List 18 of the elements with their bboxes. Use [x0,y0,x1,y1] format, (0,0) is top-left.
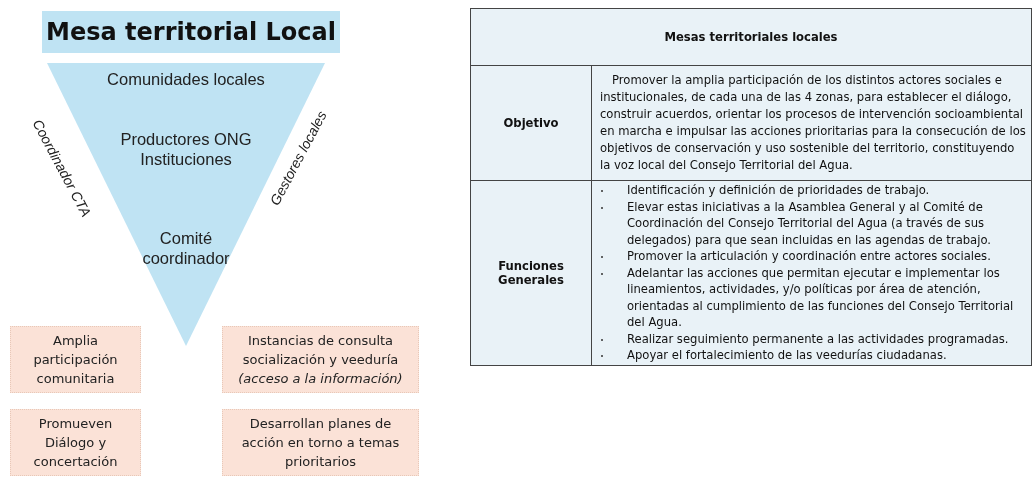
list-item: Identificación y definición de prioridades de trabajo. [593,182,1028,199]
list-item: Promover la articulación y coordinación entre actores sociales. [593,248,1028,265]
triangle-text: Comité coordinador [141,228,231,268]
table-header-cell: Mesas territoriales locales [470,8,1032,66]
triangle-text: Comunidades locales [106,69,266,89]
triangle-text: Productores ONG Instituciones [119,129,253,169]
text-box: Desarrollan planes de acción en torno a temas prioritarios [222,409,419,476]
text-box: Amplia participación comunitaria [10,326,141,393]
list-item: Adelantar las acciones que permitan ejecutar e implementar los lineamientos, actividades, y/o políticas por área de atención, orientadas al cumplimiento de las funciones del Consejo Territorial del Agua. [593,264,1028,331]
list-item: Elevar estas iniciativas a la Asamblea General y al Comité de Coordinación del Consejo Territorial del Agua (a través de sus delegados) para que sean incluidas en las agendas de trabajo. [593,198,1028,248]
text-box: Instancias de consulta socialización y veeduría (acceso a la información) [222,326,419,393]
row-header-cell: Funciones Generales [470,180,592,365]
list-item: Apoyar el fortalecimiento de las veedurías ciudadanas. [593,347,1028,364]
list-item: Realizar seguimiento permanente a las actividades programadas. [593,330,1028,347]
table-cell: Promover la amplia participación de los distintos actores sociales e institucionales, de cada una de las 4 zonas, para establecer el diálogo, construir acuerdos, orientar los procesos de intervención socioambiental en marcha e impulsar las acciones prioritarias para la consecución de los objetivos de conservación y uso sostenible del territorio, constituyendo la voz local del Consejo Territorial del Agua. [591,65,1032,181]
title-banner: Mesa territorial Local [42,11,340,53]
text-box: Promueven Diálogo y concertación [10,409,141,476]
row-header-cell: Objetivo [470,65,592,181]
